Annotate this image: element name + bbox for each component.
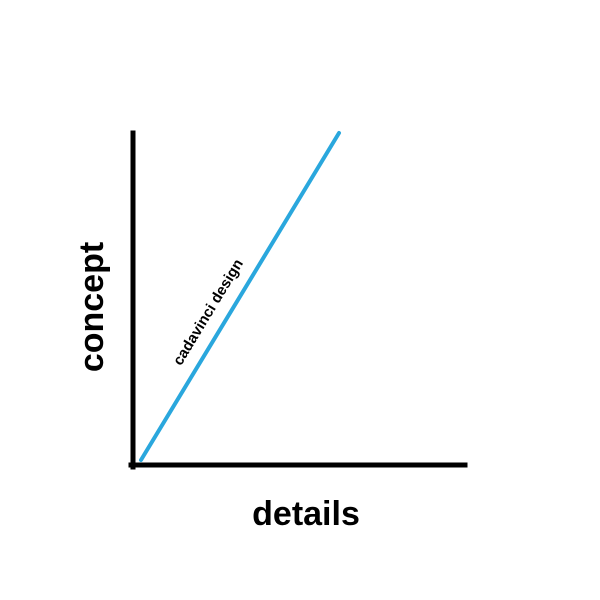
y-axis-title: concept (73, 242, 111, 372)
x-axis-title: details (252, 495, 360, 533)
series-line-0 (139, 131, 341, 462)
series-layer: cadavinci design (139, 131, 341, 462)
